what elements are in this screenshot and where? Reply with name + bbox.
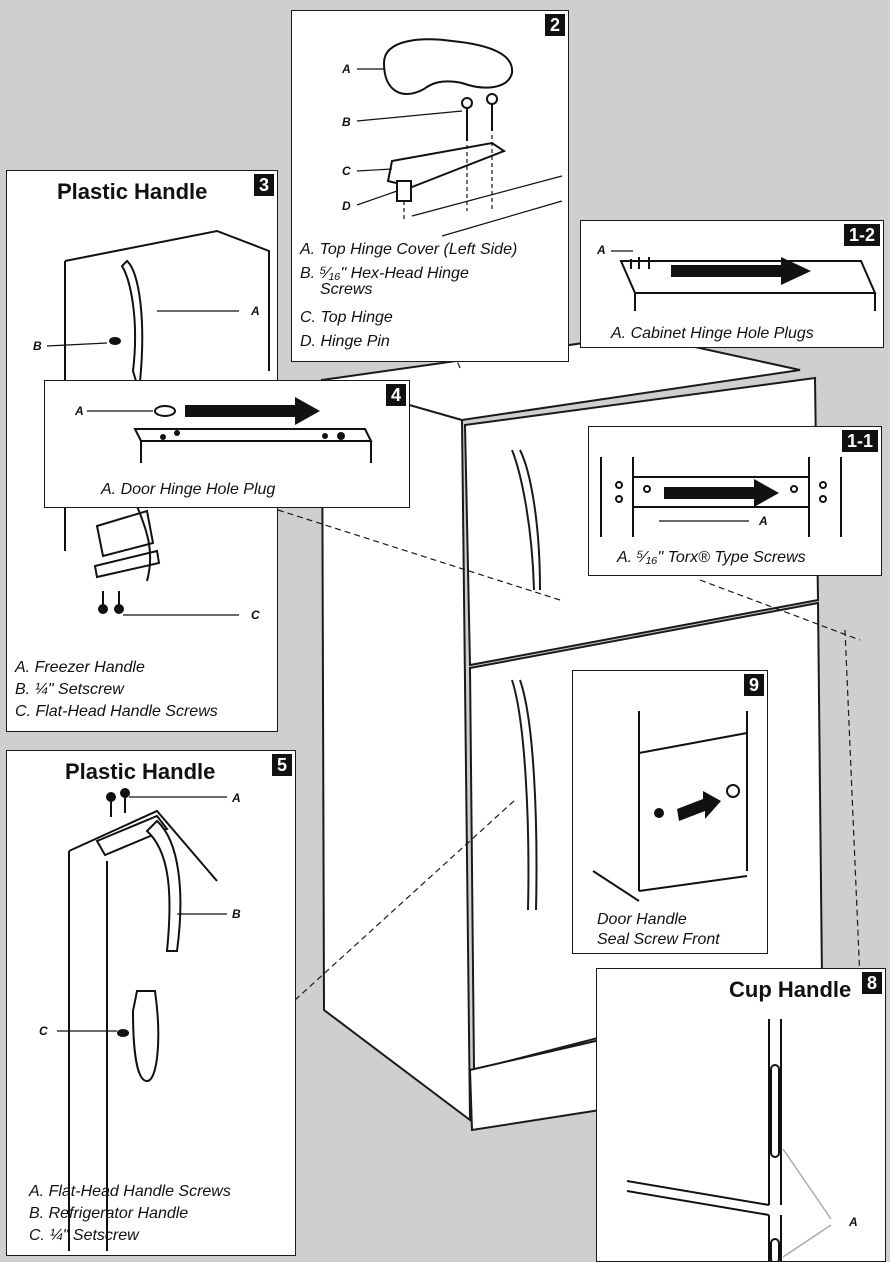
callout-label: D <box>342 199 351 213</box>
callout-label: B <box>342 115 351 129</box>
panel-badge: 2 <box>544 14 565 36</box>
caption: D. Hinge Pin <box>300 333 390 350</box>
callout-label: B <box>232 907 241 921</box>
door-hinge-plug-drawing <box>87 397 373 463</box>
panel-door-hinge-plug: 4 A A. Door Hinge Hole Plug <box>44 380 410 508</box>
caption: A. Flat-Head Handle Screws <box>29 1183 231 1200</box>
caption: Screws <box>320 281 373 298</box>
caption: C. Flat-Head Handle Screws <box>15 703 218 720</box>
panel-badge: 1-2 <box>843 224 880 246</box>
panel-torx-screws: 1-1 A A. ⁵⁄₁₆" Torx® Type Screws <box>588 426 882 576</box>
caption: C. ¼" Setscrew <box>29 1227 139 1244</box>
caption: B. Refrigerator Handle <box>29 1205 189 1222</box>
panel-door-handle-seal-screw: 9 Door Handle Seal Screw Front <box>572 670 768 954</box>
callout-label: B <box>33 339 42 353</box>
torx-screws-drawing <box>600 457 842 537</box>
caption: A. Door Hinge Hole Plug <box>101 481 276 498</box>
panel-title: Cup Handle <box>729 977 852 1002</box>
callout-label: A <box>75 404 84 418</box>
callout-label: C <box>342 164 351 178</box>
caption: B. ⁵⁄₁₆" Hex-Head Hinge <box>300 265 469 282</box>
callout-label: A <box>232 791 241 805</box>
refrigerator-handle-drawing <box>57 788 227 1251</box>
panel-title: Plastic Handle <box>65 759 216 784</box>
panel-plastic-handle-refrigerator: Plastic Handle 5 A B C A. Flat-Head Hand… <box>6 750 296 1256</box>
panel-cup-handle: Cup Handle 8 A <box>596 968 886 1262</box>
callout-label: A <box>759 514 768 528</box>
caption: B. ¼" Setscrew <box>15 681 124 698</box>
callout-label: A <box>342 62 351 76</box>
caption: C. Top Hinge <box>300 309 393 326</box>
cup-handle-drawing <box>626 1019 832 1261</box>
panel-badge: 1-1 <box>841 430 878 452</box>
callout-label: A <box>597 243 606 257</box>
caption: A. Cabinet Hinge Hole Plugs <box>611 325 814 342</box>
panel-badge: 4 <box>385 384 406 406</box>
callout-label: A <box>251 304 260 318</box>
caption: A. ⁵⁄₁₆" Torx® Type Screws <box>617 549 806 566</box>
panel-top-hinge: 2 A B C D A. Top Hinge Cover (Left Side)… <box>291 10 569 362</box>
panel-badge: 8 <box>861 972 882 994</box>
caption: Seal Screw Front <box>597 931 720 948</box>
panel-badge: 9 <box>743 674 764 696</box>
callout-label: C <box>39 1024 48 1038</box>
top-hinge-drawing <box>356 38 563 237</box>
cabinet-hinge-plugs-drawing <box>611 250 877 311</box>
callout-label: C <box>251 608 260 622</box>
panel-cabinet-hinge-plugs: 1-2 A A. Cabinet Hinge Hole Plugs <box>580 220 884 348</box>
seal-screw-drawing <box>592 711 748 902</box>
caption: A. Freezer Handle <box>15 659 145 676</box>
panel-badge: 3 <box>253 174 274 196</box>
panel-badge: 5 <box>271 754 292 776</box>
panel-title: Plastic Handle <box>57 179 208 204</box>
caption: A. Top Hinge Cover (Left Side) <box>300 241 518 258</box>
caption: Door Handle <box>597 911 687 928</box>
callout-label: A <box>849 1215 858 1229</box>
